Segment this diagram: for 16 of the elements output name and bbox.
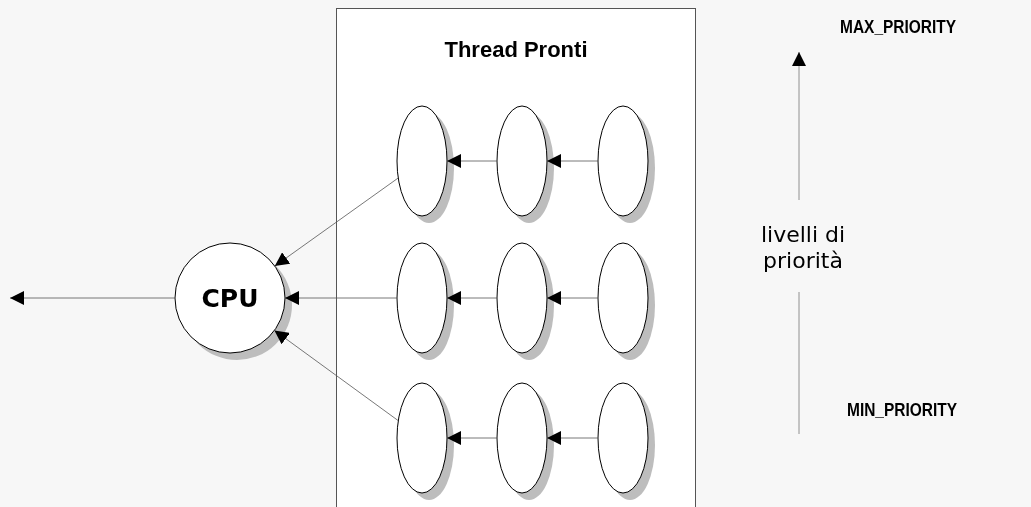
panel-title: Thread Pronti (444, 37, 588, 63)
priority-label: MIN_PRIORITY (847, 400, 958, 422)
thread-ellipse (397, 243, 454, 360)
thread-ellipse (598, 106, 655, 223)
thread-ellipse (497, 106, 554, 223)
queue-panel (336, 8, 696, 507)
thread-ellipse (497, 243, 554, 360)
priority-label: MAX_PRIORITY (840, 17, 957, 39)
node-label: CPU (201, 283, 259, 313)
thread-ellipse (497, 383, 554, 500)
thread-ellipse (598, 243, 655, 360)
axis-label: livelli di priorità (759, 222, 847, 275)
thread-ellipse (397, 106, 454, 223)
thread-ellipse (598, 383, 655, 500)
cpu-circle (175, 243, 292, 360)
thread-ellipse (397, 383, 454, 500)
